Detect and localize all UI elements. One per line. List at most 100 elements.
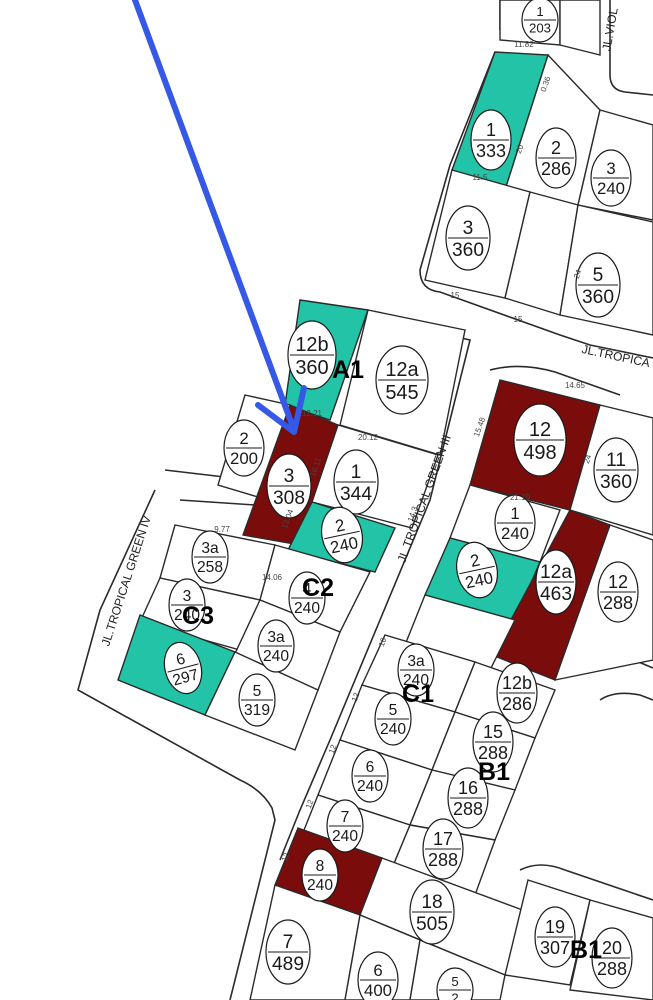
lot-number: 1: [510, 504, 519, 523]
lot-number: 8: [316, 858, 325, 875]
lot-label-divider: [324, 530, 360, 540]
lot-label-divider: [167, 663, 199, 673]
lot-area: 240: [380, 721, 406, 738]
dim-label: 14.06: [262, 573, 283, 582]
lot-number: 3a: [407, 653, 425, 670]
lot-area: 360: [452, 240, 484, 261]
lot-area: 286: [541, 159, 571, 179]
street-label-violet: JL.VIOL: [599, 6, 620, 51]
dimension-labels: 11.82 0.36 20 11.5 15 15 24 14.65 12.21 …: [214, 40, 593, 863]
dim-label: 15: [514, 315, 523, 324]
lot-number: 2: [239, 429, 248, 448]
block-label-c2: C2: [302, 574, 334, 602]
lot-number: 3a: [201, 540, 219, 557]
lot-number: 2: [468, 550, 481, 571]
lot-number: 12b: [295, 334, 328, 356]
lot-number: 3: [183, 588, 192, 605]
lot-area: 288: [428, 850, 458, 870]
dim-label: 12: [350, 691, 362, 703]
lot-area: 203: [529, 21, 551, 36]
lot-number: 5: [451, 974, 458, 989]
lot-area: 200: [230, 449, 258, 468]
lot-label-oval: [436, 967, 474, 1000]
dim-label: 11.82: [514, 40, 534, 49]
lot-number: 3: [606, 159, 615, 178]
lot-number: 7: [341, 809, 350, 826]
lot-number: 2: [333, 515, 346, 536]
lot-area: 463: [540, 584, 572, 605]
dim-label: 11.5: [473, 173, 489, 182]
lot-label-oval: [357, 951, 399, 1000]
block-labels: A1 C2 C3 C1 B1 B1: [182, 356, 602, 964]
lot-number: 5: [593, 265, 604, 286]
lot-area: 2: [451, 991, 458, 1000]
block-label-a1: A1: [332, 356, 364, 384]
lot-area: 240: [501, 524, 529, 543]
lot-area: 240: [597, 179, 625, 198]
street-label-tropical-top: JL.TROPICA: [580, 342, 651, 370]
lot-label-oval: [521, 0, 559, 43]
lot-number: 3: [463, 218, 474, 239]
lot-area: 240: [263, 648, 289, 665]
lot-area: 288: [603, 593, 633, 613]
dim-label: 12: [327, 743, 339, 755]
lot-number: 12a: [385, 359, 419, 381]
lot-area: 319: [244, 702, 270, 719]
lot-area: 360: [295, 357, 328, 379]
lot-area: 545: [385, 382, 418, 404]
lot-number: 12: [608, 572, 628, 592]
block-label-c3: C3: [182, 602, 214, 630]
lot-number: 3a: [267, 629, 285, 646]
dim-label: 24: [572, 268, 584, 280]
dim-label: 12.21: [302, 409, 323, 418]
lot-number: 4: [303, 581, 312, 598]
lot-number: 12a: [540, 562, 572, 583]
lot-area: 360: [582, 287, 614, 308]
lot-area: 288: [453, 799, 483, 819]
lot-number: 5: [253, 683, 262, 700]
dim-label: 14.65: [565, 381, 586, 390]
lot-area: 344: [340, 484, 372, 505]
block-label-c1: C1: [402, 680, 434, 708]
lot-number: 3: [284, 466, 295, 487]
lot-area: 288: [478, 743, 508, 763]
lot-area: 240: [307, 877, 333, 894]
lot-number: 18: [421, 892, 442, 913]
dim-label: 15: [451, 291, 460, 300]
lot-area: 258: [197, 559, 223, 576]
lot-area: 360: [600, 472, 632, 493]
lot-area: 505: [416, 914, 448, 935]
lot-number: 1: [536, 4, 543, 19]
lot-area: 240: [357, 778, 383, 795]
lot-area: 286: [502, 694, 532, 714]
lot-number: 5: [389, 702, 398, 719]
lot-area: 240: [174, 607, 200, 624]
dim-label: 10: [377, 636, 389, 648]
dim-label: 12: [304, 798, 316, 810]
lot-number: 15: [483, 722, 503, 742]
lot-number: 6: [366, 759, 375, 776]
